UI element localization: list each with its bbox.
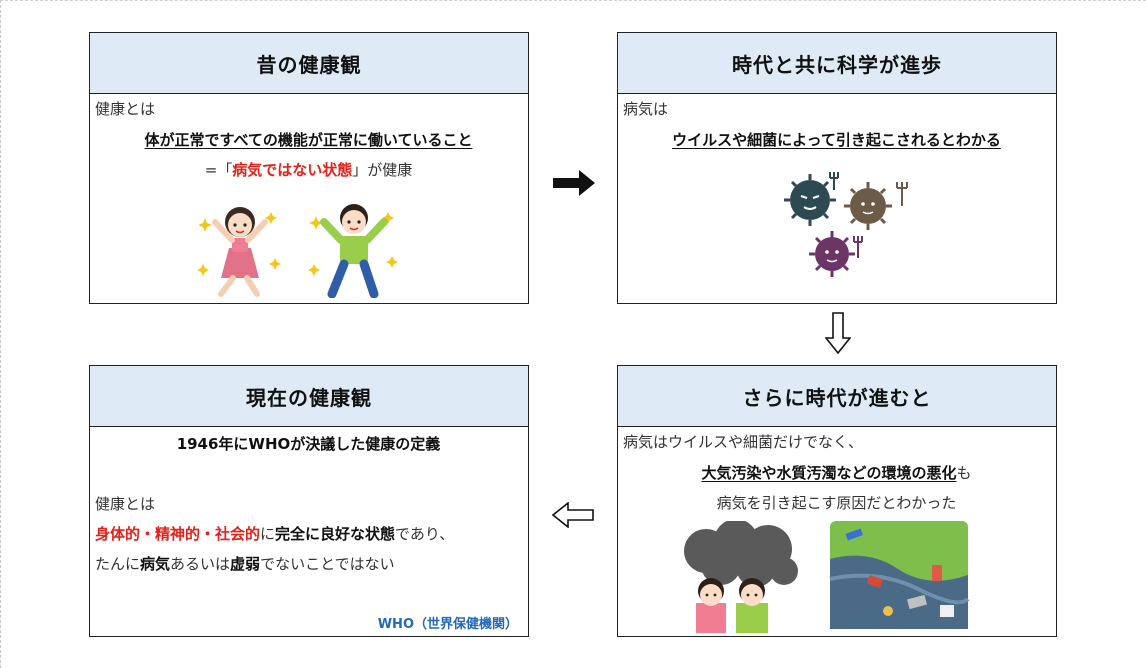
panel-science-progress: 時代と共に科学が進歩 病気は ウイルスや細菌によって引き起こされるとわかる [617,32,1057,304]
not-sick-prefix: =「 [204,161,233,179]
panel-old-health-view: 昔の健康観 健康とは 体が正常ですべての機能が正常に働いていること =「病気では… [89,32,529,304]
text-segment: 病気 [140,555,171,573]
virus-bacteria-text: ウイルスや細菌によって引き起こされるとわかる [672,131,1001,149]
arrow-right-icon [553,170,595,196]
disease-is-label: 病気は [623,100,669,118]
definition-line: 体が正常ですべての機能が正常に働いていること [90,129,527,150]
text-segment: でないことではない [260,555,395,573]
sheet-edge-top [0,0,1146,2]
water-pollution-illustration [829,521,970,629]
who-definition-end: であり、 [395,525,455,543]
panel-title: 昔の健康観 [90,33,528,94]
panel-modern-health-view: 現在の健康観 1946年にWHOが決議した健康の定義 健康とは 身体的・精神的・… [89,365,529,637]
virus-bacteria-line: ウイルスや細菌によって引き起こされるとわかる [618,129,1055,150]
not-just-absence-line: たんに病気あるいは虚弱でないことではない [95,553,395,574]
health-is-label: 健康とは [95,495,156,513]
definition-text: 体が正常ですべての機能が正常に働いていること [144,131,473,149]
health-is-label: 健康とは [95,100,156,118]
panel-environmental-causes: さらに時代が進むと 病気はウイルスや細菌だけでなく、 大気汚染や水質汚濁などの環… [617,365,1057,637]
who-source-label: WHO（世界保健機関） [377,617,518,632]
disease-causes-line: 病気はウイルスや細菌だけでなく、 [623,433,864,451]
conclusion-line: 病気を引き起こす原因だとわかった [716,494,957,512]
text-segment: 虚弱 [230,555,261,573]
who-definition-bold: 完全に良好な状態 [275,525,396,543]
who-1946-line: 1946年にWHOが決議した健康の定義 [176,435,441,453]
panel-title: 現在の健康観 [90,366,528,427]
arrow-down-icon [825,312,851,354]
pollution-line: 大気汚染や水質汚濁などの環境の悪化も [618,462,1055,483]
healthy-girl-illustration [197,207,281,297]
germs-illustration [784,172,908,277]
who-definition-emphasis: 身体的・精神的・社会的 [95,525,261,543]
air-pollution-illustration [684,521,798,633]
healthy-boy-illustration [308,204,398,298]
text-segment: たんに [95,555,141,573]
not-sick-emphasis: 病気ではない状態 [232,161,353,179]
pollution-suffix: も [956,464,972,482]
panel-title: 時代と共に科学が進歩 [618,33,1056,94]
who-definition-ni: に [260,525,276,543]
who-definition-line: 身体的・精神的・社会的に完全に良好な状態であり、 [95,523,454,544]
sheet-edge-left [0,0,4,668]
not-sick-suffix: 」が健康 [352,161,413,179]
panel-title: さらに時代が進むと [618,366,1056,427]
pollution-emphasis: 大気汚染や水質汚濁などの環境の悪化 [701,464,957,482]
text-segment: あるいは [170,555,231,573]
not-sick-line: =「病気ではない状態」が健康 [90,159,527,180]
arrow-left-icon [552,502,594,528]
